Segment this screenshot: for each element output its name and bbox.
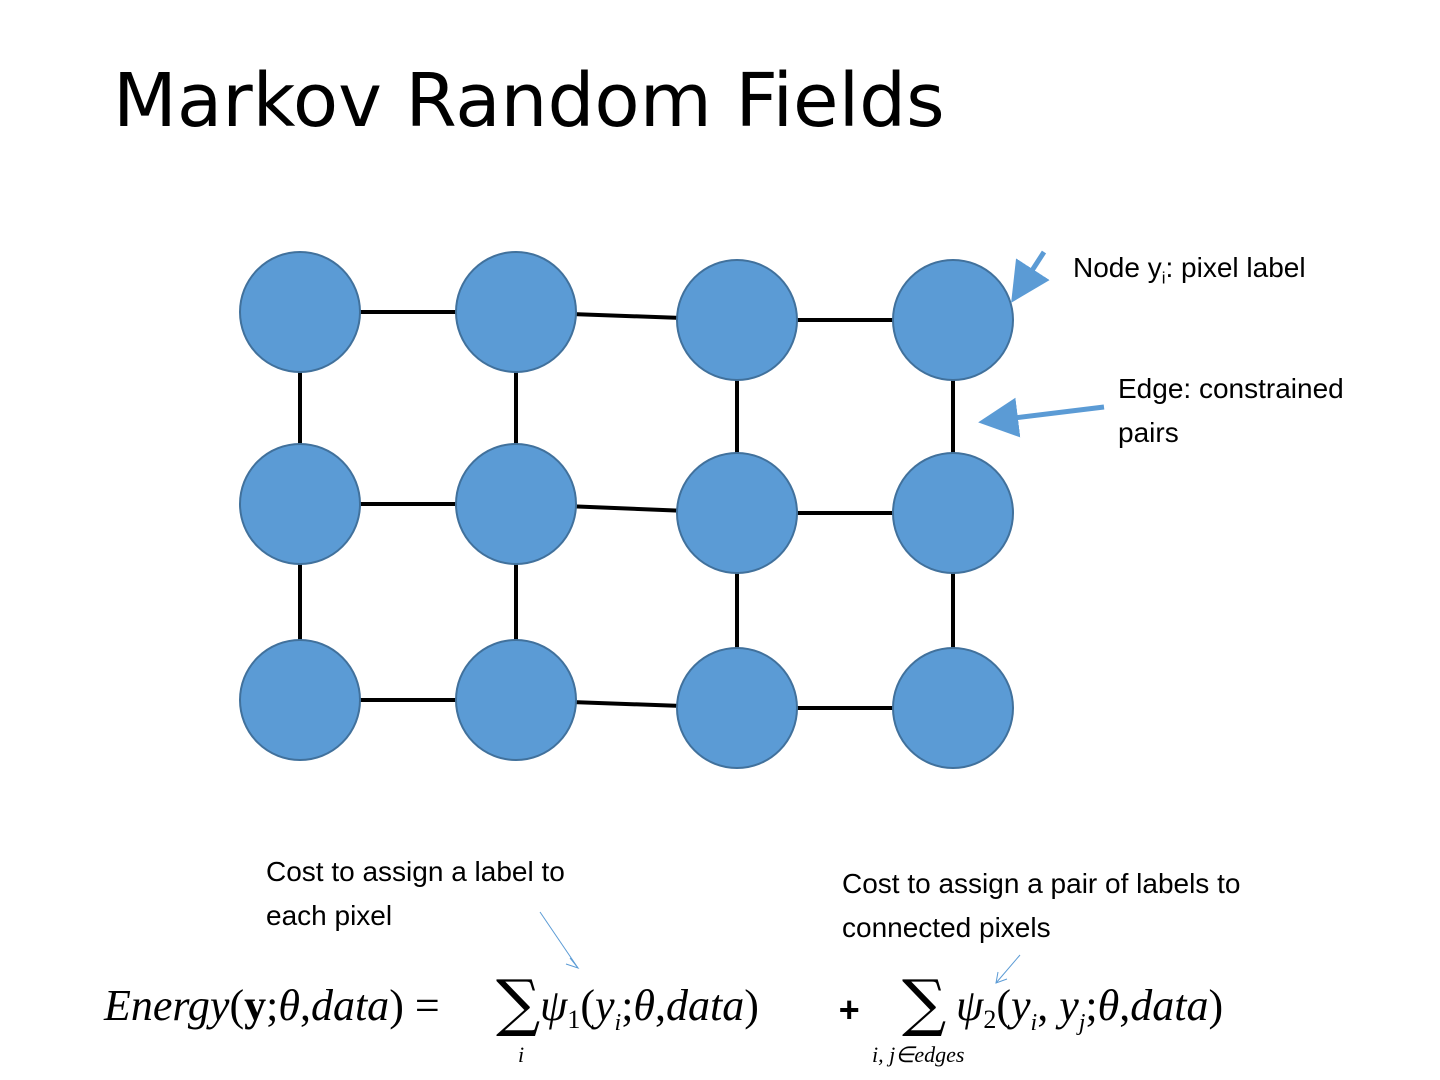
eq-theta-3: θ xyxy=(1098,981,1120,1030)
grid-node-2-1 xyxy=(455,639,577,761)
eq-yi-2-sub: i xyxy=(1031,1010,1038,1036)
eq-theta: θ xyxy=(278,981,300,1030)
eq-yi: y xyxy=(591,981,615,1030)
edge-arrow xyxy=(978,397,1105,438)
unary-pointer xyxy=(539,911,579,969)
grid-node-1-1 xyxy=(455,443,577,565)
pairwise-pointer-head xyxy=(995,971,1008,984)
eq-psi-1-sub: 1 xyxy=(567,1005,580,1034)
unary-pointer-head xyxy=(565,957,580,970)
eq-psi-1: ψ xyxy=(540,981,568,1030)
eq-yi-sub: i xyxy=(615,1010,622,1036)
eq-sum-2: ∑ xyxy=(902,966,946,1039)
eq-data-2: data xyxy=(666,981,744,1030)
eq-sum-2-index: i, j∈edges xyxy=(872,1042,964,1067)
node-arrow xyxy=(1011,250,1050,303)
eq-energy: Energy xyxy=(103,981,230,1030)
node-annotation-rest: : pixel label xyxy=(1165,252,1306,283)
node-annotation: Node yi: pixel label xyxy=(1073,202,1306,301)
grid-node-2-0 xyxy=(239,639,361,761)
pairwise-cost-annotation: Cost to assign a pair of labels to conne… xyxy=(842,868,1241,943)
node-annotation-sub: i xyxy=(1161,268,1166,288)
grid-node-2-3 xyxy=(892,647,1014,769)
pairwise-pointer xyxy=(995,954,1021,984)
grid-node-1-2 xyxy=(676,452,798,574)
grid-node-0-0 xyxy=(239,251,361,373)
grid-node-2-2 xyxy=(676,647,798,769)
grid-node-0-3 xyxy=(892,259,1014,381)
energy-equation: Energy(y;θ,data) = ∑ i ψ1(yi;θ,data) + ∑… xyxy=(103,966,1223,1067)
edge-layer xyxy=(298,310,955,710)
eq-yi-2: y xyxy=(1007,981,1031,1030)
node-annotation-text: Node y xyxy=(1073,252,1162,283)
svg-text:ψ2(yi, yj;θ,data): ψ2(yi, yj;θ,data) xyxy=(956,981,1223,1036)
svg-text:Energy(y;θ,data) =: Energy(y;θ,data) = xyxy=(103,981,440,1030)
grid-node-0-2 xyxy=(676,259,798,381)
edge-annotation: Edge: constrained pairs xyxy=(1118,373,1344,448)
eq-psi-2: ψ xyxy=(956,981,984,1030)
eq-data-3: data xyxy=(1130,981,1208,1030)
eq-yj: y xyxy=(1055,981,1079,1030)
node-layer xyxy=(239,251,1014,769)
eq-psi-2-sub: 2 xyxy=(983,1005,996,1034)
grid-node-1-3 xyxy=(892,452,1014,574)
eq-sum-1: ∑ xyxy=(496,966,540,1039)
eq-equals: = xyxy=(415,981,440,1030)
unary-cost-annotation: Cost to assign a label to each pixel xyxy=(266,856,565,931)
page-title: Markov Random Fields xyxy=(113,58,945,144)
grid-node-1-0 xyxy=(239,443,361,565)
eq-data: data xyxy=(311,981,389,1030)
eq-theta-2: θ xyxy=(633,981,655,1030)
eq-y-bold: y xyxy=(244,981,266,1030)
eq-sum-1-index: i xyxy=(518,1042,524,1067)
svg-text:ψ1(yi;θ,data): ψ1(yi;θ,data) xyxy=(540,981,759,1036)
grid-node-0-1 xyxy=(455,251,577,373)
eq-yj-sub: j xyxy=(1076,1010,1086,1036)
eq-plus: + xyxy=(838,989,859,1030)
